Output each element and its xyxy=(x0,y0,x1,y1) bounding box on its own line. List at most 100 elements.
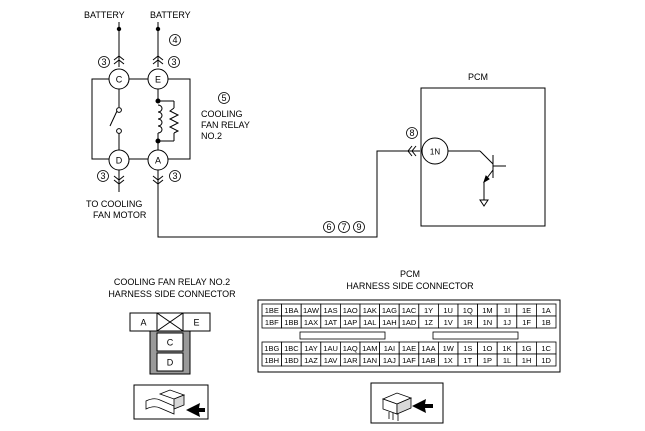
pcm-pin-label: 1BG xyxy=(264,344,279,353)
pcm-pin-label: 1BA xyxy=(284,306,298,315)
svg-text:5: 5 xyxy=(221,93,226,103)
terminal-d-label: D xyxy=(116,156,123,166)
pcm-pin-label: 1BF xyxy=(265,318,279,327)
pcm-pin-label: 1AV xyxy=(324,356,338,365)
pcm-pin-label: 1AW xyxy=(303,306,320,315)
arrow-pointer-icon xyxy=(186,403,205,417)
relay-pin-e: E xyxy=(193,318,199,328)
terminal-c: C xyxy=(108,68,130,90)
pcm-pin-label: 1H xyxy=(522,356,532,365)
motor-label-line2: FAN MOTOR xyxy=(93,210,147,220)
pcm-pin-label: 1AZ xyxy=(304,356,318,365)
pcm-pin-label: 1A xyxy=(542,306,551,315)
pcm-pin-label: 1I xyxy=(504,306,510,315)
pcm-connector-title-line1: PCM xyxy=(400,269,420,279)
relay-coil xyxy=(155,89,180,150)
pcm-pin-label: 1D xyxy=(541,356,551,365)
pcm-pin-label: 1L xyxy=(503,356,511,365)
svg-text:6: 6 xyxy=(326,222,331,232)
motor-label-line1: TO COOLING xyxy=(86,199,142,209)
relay-label-line3: NO.2 xyxy=(201,131,222,141)
relay-body xyxy=(91,78,191,160)
step-marker-3-d: 3 xyxy=(97,170,109,182)
chevron-c-top xyxy=(113,55,125,65)
pcm-pin-label: 1R xyxy=(463,318,473,327)
arrow-pointer-icon xyxy=(412,399,433,413)
step-marker-3-c: 3 xyxy=(98,56,110,68)
pcm-pin-label: 1B xyxy=(542,318,551,327)
pcm-pin-label: 1S xyxy=(463,344,472,353)
pcm-pin-label: 1AN xyxy=(363,356,378,365)
battery-left-wire xyxy=(116,22,122,67)
terminal-a: A xyxy=(147,149,169,171)
pcm-pin-label: 1BD xyxy=(284,356,299,365)
pcm-pin-cell xyxy=(536,315,557,329)
pcm-connector-keys xyxy=(299,331,519,340)
pcm-pin-label: 1AQ xyxy=(343,344,358,353)
step-marker-3-a: 3 xyxy=(169,170,181,182)
pcm-pin-label: 1AB xyxy=(422,356,436,365)
pcm-pin-label: 1AI xyxy=(384,344,395,353)
pcm-pin-label: 1O xyxy=(482,344,492,353)
step-marker-5: 5 xyxy=(218,92,230,104)
svg-text:9: 9 xyxy=(356,222,361,232)
pcm-pin-label: 1AL xyxy=(363,318,376,327)
relay-connector-illustration xyxy=(133,384,209,420)
pcm-connector-illustration xyxy=(370,382,444,424)
relay-connector-title-line1: COOLING FAN RELAY NO.2 xyxy=(114,277,230,287)
pcm-connector-title-line2: HARNESS SIDE CONNECTOR xyxy=(346,281,474,291)
pcm-pin-label: 1T xyxy=(463,356,472,365)
pcm-pin-label: 1AA xyxy=(422,344,436,353)
pcm-pin-label: 1AS xyxy=(324,306,338,315)
relay-pin-c: C xyxy=(167,338,174,348)
pcm-pin-label: 1BB xyxy=(284,318,298,327)
pcm-pin-label: 1AY xyxy=(304,344,318,353)
pcm-pin-label: 1W xyxy=(443,344,455,353)
pcm-pin-label: 1AP xyxy=(343,318,357,327)
svg-text:7: 7 xyxy=(341,222,346,232)
pcm-pin-label: 1E xyxy=(522,306,531,315)
pcm-pin-label: 1AX xyxy=(304,318,318,327)
relay-connector-title-line2: HARNESS SIDE CONNECTOR xyxy=(108,289,236,299)
pcm-pin-label: 1AE xyxy=(402,344,416,353)
pcm-pin-label: 1J xyxy=(503,318,511,327)
battery-label-left: BATTERY xyxy=(84,10,125,20)
pcm-pin-label: 1BH xyxy=(265,356,280,365)
relay-pin-a: A xyxy=(140,318,146,328)
pcm-pin-label: 1X xyxy=(444,356,453,365)
pcm-pin-label: 1Q xyxy=(463,306,473,315)
pcm-pin-label: 1AD xyxy=(402,318,417,327)
pcm-pin-label: 1AH xyxy=(382,318,397,327)
svg-text:3: 3 xyxy=(100,171,105,181)
relay-connector-face xyxy=(129,312,211,375)
pcm-pin-label: 1BE xyxy=(265,306,279,315)
pcm-terminal-1n: 1N xyxy=(421,137,449,165)
pcm-pin-label: 1AR xyxy=(343,356,358,365)
chevron-pcm-input xyxy=(407,145,417,157)
terminal-c-label: C xyxy=(116,75,123,85)
pcm-pin-label: 1AU xyxy=(323,344,338,353)
terminal-d: D xyxy=(108,149,130,171)
pcm-box xyxy=(420,87,546,227)
pcm-pin-label: 1AF xyxy=(402,356,416,365)
pcm-pin-cell xyxy=(536,353,557,367)
battery-right-wire xyxy=(155,22,161,67)
pcm-pin-label: 1AC xyxy=(402,306,417,315)
pcm-pin-label: 1Y xyxy=(424,306,433,315)
svg-text:8: 8 xyxy=(409,128,414,138)
relay-switch-contact xyxy=(109,89,122,150)
pcm-pin-label: 1U xyxy=(443,306,453,315)
relay-label-line1: COOLING xyxy=(201,109,243,119)
svg-text:3: 3 xyxy=(171,57,176,67)
terminal-e: E xyxy=(147,68,169,90)
pcm-pin-label: 1AO xyxy=(343,306,358,315)
svg-text:4: 4 xyxy=(172,35,177,45)
transistor-symbol xyxy=(448,150,506,207)
step-marker-6: 6 xyxy=(323,221,335,233)
step-marker-7: 7 xyxy=(338,221,350,233)
terminal-a-label: A xyxy=(155,156,161,166)
pcm-pin-label: 1C xyxy=(541,344,551,353)
pcm-connector-outline xyxy=(257,299,561,373)
